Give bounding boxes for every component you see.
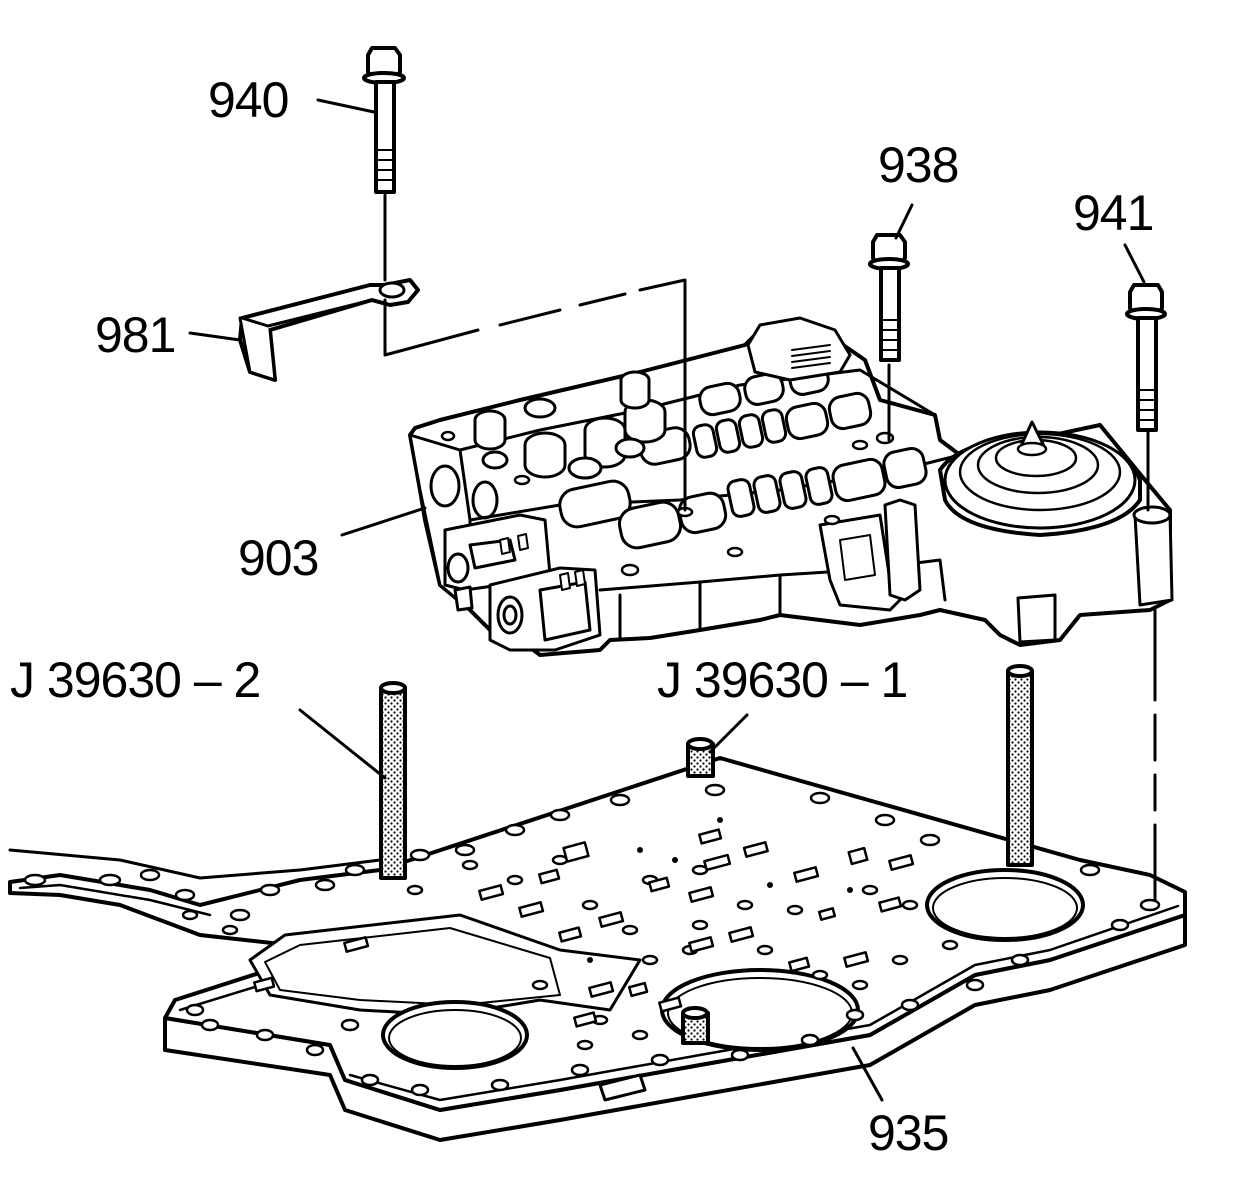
bolt-938 (868, 233, 910, 362)
callout-941: 941 (1073, 185, 1154, 241)
alignment-pin-j39630-2-right (1006, 664, 1034, 867)
alignment-pin-j39630-1-front (681, 1006, 710, 1045)
callout-903: 903 (238, 530, 319, 586)
bracket-981 (238, 278, 420, 382)
alignment-pin-j39630-2-left (379, 681, 407, 880)
plate-bore-right (925, 868, 1085, 942)
callout-935: 935 (868, 1105, 949, 1161)
valve-body-903 (408, 316, 1174, 657)
callout-j39630-1: J 39630 – 1 (657, 652, 908, 708)
spacer-plate-935 (8, 756, 1187, 1142)
leader-lines (188, 98, 1146, 1102)
bolt-941 (1125, 283, 1167, 432)
alignment-pin-j39630-1-rear (686, 737, 715, 778)
bolt-940 (362, 46, 406, 194)
plate-bore-left (381, 1000, 529, 1070)
callout-981: 981 (95, 307, 176, 363)
callout-j39630-2: J 39630 – 2 (10, 652, 261, 708)
alignment-lines (383, 193, 1157, 902)
solenoid-lower (488, 566, 602, 652)
callout-940: 940 (208, 72, 289, 128)
callout-938: 938 (878, 137, 959, 193)
